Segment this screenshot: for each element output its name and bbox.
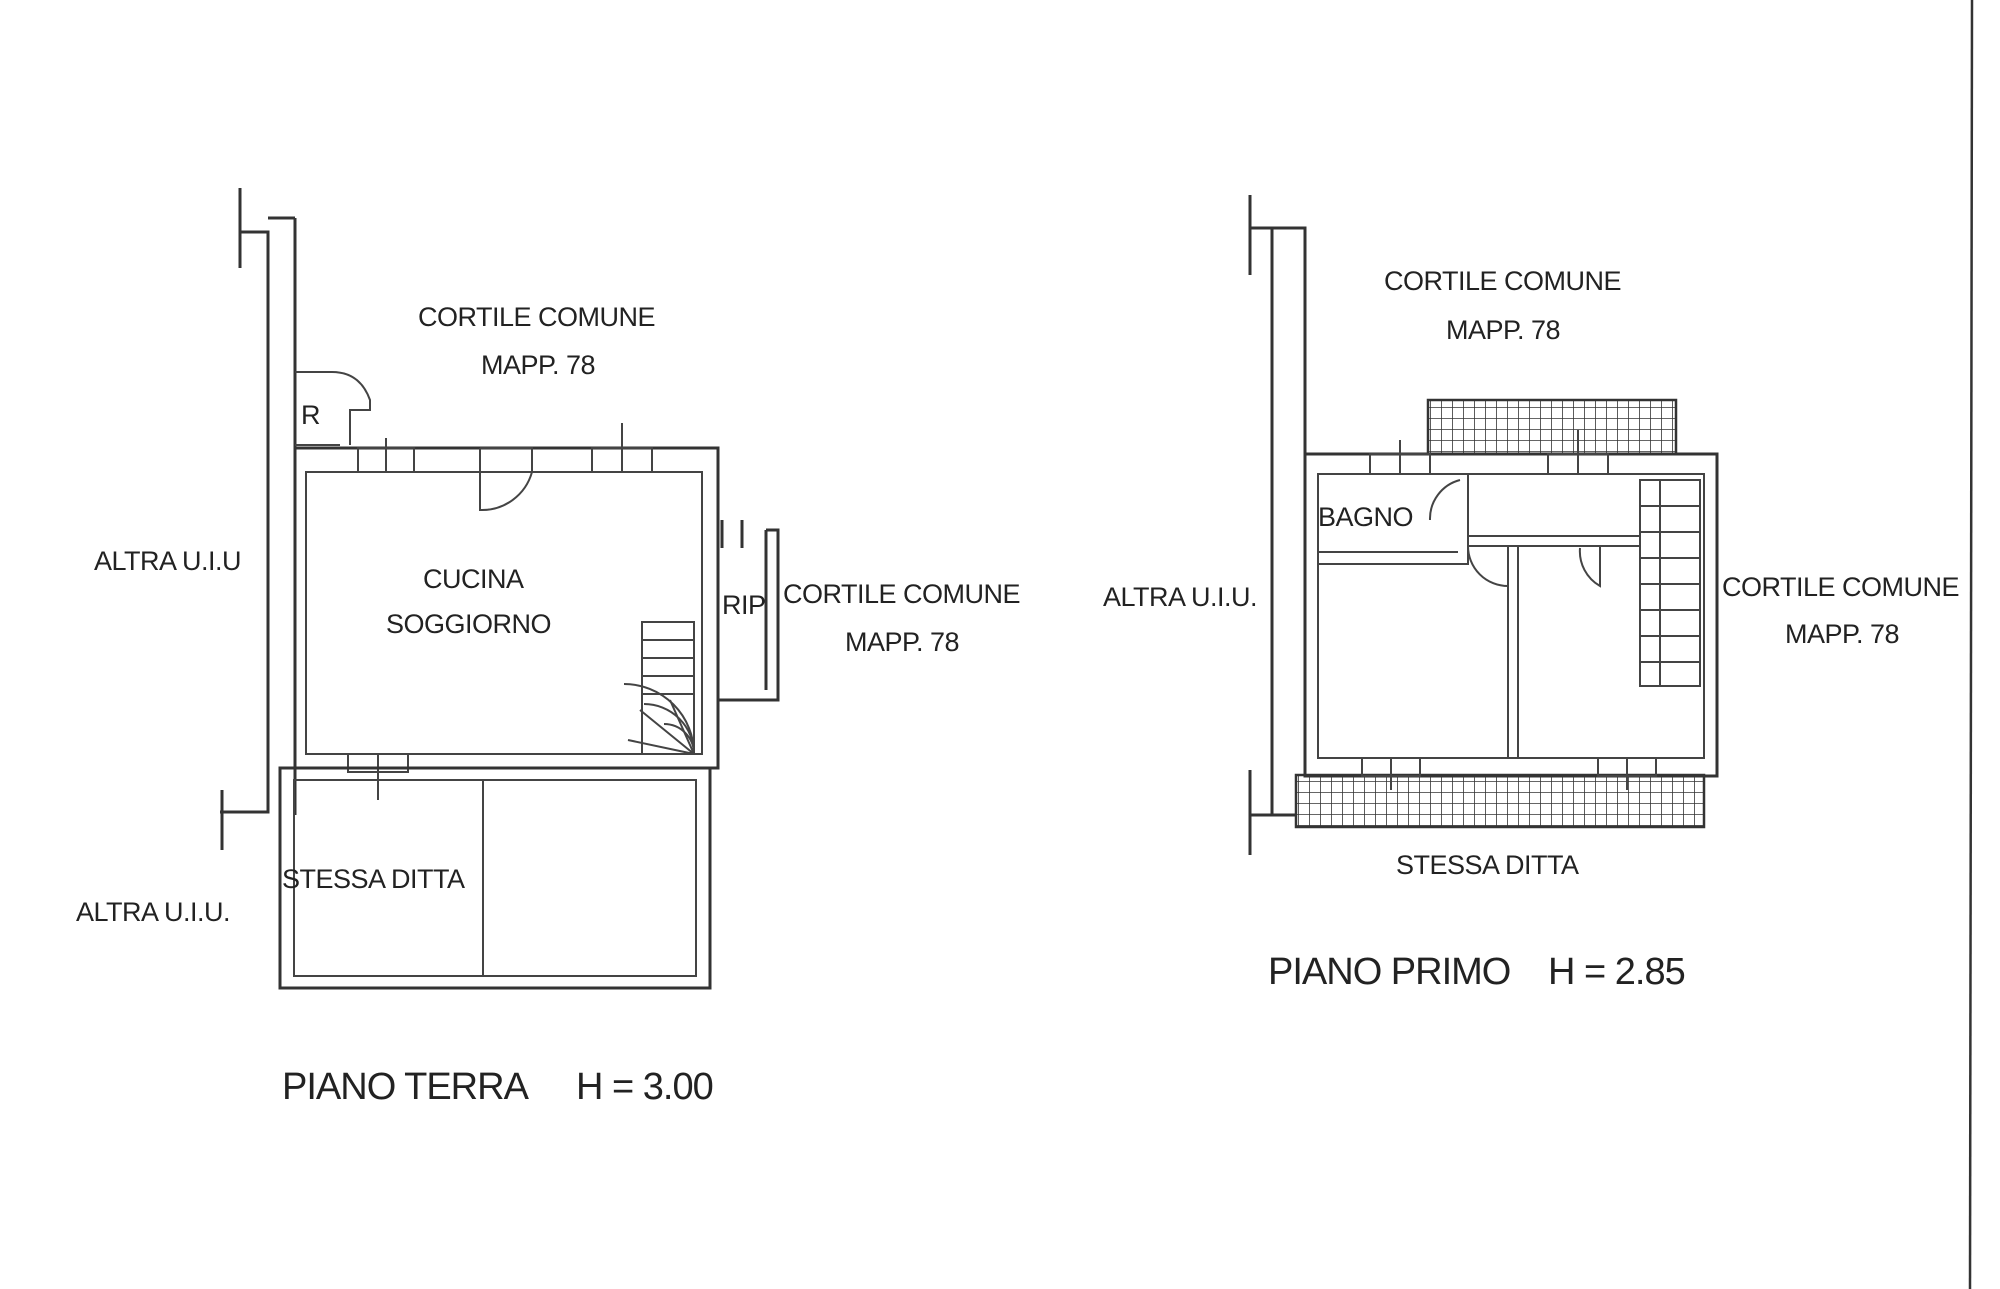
ground-floor-plan: CORTILE COMUNE MAPP. 78 R ALTRA U.I.U CU… [76, 188, 1021, 1108]
ff-bottom-terrace [1294, 773, 1706, 829]
gf-same-owner-label: STESSA DITTA [282, 864, 465, 894]
same-owner-inner [293, 779, 697, 977]
ff-bathroom-walls [1318, 474, 1469, 565]
kitchen-outer-wall [293, 446, 720, 770]
ff-left-boundary-wall [1248, 195, 1307, 855]
ff-same-owner-label: STESSA DITTA [1396, 850, 1579, 880]
gf-other-unit-bottom: ALTRA U.I.U. [76, 897, 230, 927]
ff-bathroom-label: BAGNO [1318, 502, 1413, 532]
gf-court-top-line2: MAPP. 78 [481, 350, 595, 380]
gf-court-top-line1: CORTILE COMUNE [418, 302, 655, 332]
gf-court-right-line2: MAPP. 78 [845, 627, 959, 657]
first-floor-plan: CORTILE COMUNE MAPP. 78 BAGNO ALTRA U.I.… [1103, 195, 1960, 993]
kitchen-bottom-window [347, 753, 409, 800]
ff-stairs [1639, 479, 1701, 687]
ff-top-windows [1369, 430, 1609, 475]
same-owner-area [278, 766, 712, 990]
page-edge-line [1968, 0, 1974, 1289]
ff-court-top-line1: CORTILE COMUNE [1384, 266, 1621, 296]
ground-stairs [623, 621, 695, 755]
ff-bottom-windows [1361, 757, 1657, 790]
gf-kitchen-line1: CUCINA [423, 564, 524, 594]
ff-bathroom-door [1428, 479, 1461, 521]
ff-other-unit-left: ALTRA U.I.U. [1103, 582, 1257, 612]
left-boundary-wall [220, 188, 297, 850]
gf-r-room-label: R [301, 400, 320, 430]
r-room-walls [295, 371, 371, 446]
kitchen-inner-wall [305, 471, 703, 755]
ff-inner-wall [1317, 473, 1705, 759]
gf-kitchen-line2: SOGGIORNO [386, 609, 551, 639]
top-windows [357, 423, 653, 473]
ff-floor-height: H = 2.85 [1548, 951, 1685, 993]
ff-court-right-line1: CORTILE COMUNE [1722, 572, 1959, 602]
ff-court-right-line2: MAPP. 78 [1785, 619, 1899, 649]
ff-court-top-line2: MAPP. 78 [1446, 315, 1560, 345]
gf-floor-title: PIANO TERRA [282, 1066, 530, 1108]
ff-top-terrace [1426, 398, 1678, 456]
gf-floor-height: H = 3.00 [576, 1066, 713, 1108]
kitchen-door [479, 447, 533, 512]
gf-other-unit-left: ALTRA U.I.U [94, 546, 241, 576]
gf-rip-label: RIP [722, 590, 766, 620]
ff-floor-title: PIANO PRIMO [1268, 951, 1510, 993]
ff-internal-doors [1467, 545, 1601, 588]
ff-corridor-walls [1468, 535, 1640, 758]
ff-outer-wall [1303, 452, 1719, 778]
rip-storage-walls [716, 520, 780, 702]
gf-court-right-line1: CORTILE COMUNE [783, 579, 1020, 609]
